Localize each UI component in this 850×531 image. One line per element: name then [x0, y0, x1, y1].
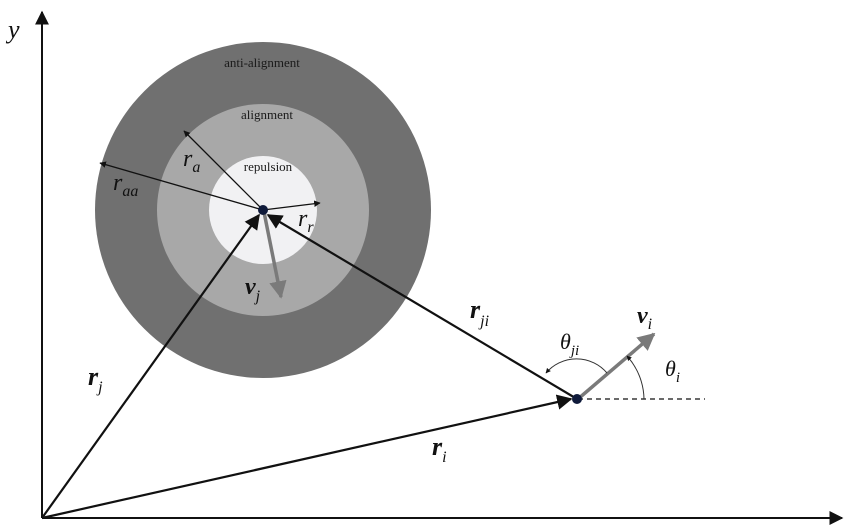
r-r-label: rr — [298, 206, 314, 236]
v-i-vector — [576, 332, 656, 401]
y-axis-label: y — [5, 15, 20, 44]
agent-i — [572, 394, 582, 404]
theta-ji-arc — [545, 358, 608, 374]
v-j-vector — [262, 211, 287, 299]
r-aa-label: raa — [113, 170, 138, 200]
r-j-label: rj — [88, 362, 103, 396]
r-aa-arrow — [99, 161, 264, 211]
theta-i-arc — [626, 355, 645, 400]
anti-alignment-label: anti-alignment — [224, 55, 300, 70]
r-i-vector — [41, 394, 573, 520]
theta-ji-label: θji — [560, 329, 579, 359]
v-i-label: vi — [637, 303, 652, 333]
r-ji-label: rji — [470, 295, 489, 330]
v-j-label: vj — [245, 274, 261, 305]
theta-i-label: θi — [665, 356, 680, 386]
r-ji-vector — [266, 214, 578, 400]
alignment-label: alignment — [241, 107, 293, 122]
r-j-vector — [41, 213, 260, 519]
r-i-label: ri — [432, 432, 447, 466]
agent-j — [258, 205, 268, 215]
repulsion-label: repulsion — [244, 159, 293, 174]
r-a-arrow — [183, 130, 264, 211]
r-a-label: ra — [183, 146, 200, 176]
r-r-arrow — [262, 200, 321, 211]
